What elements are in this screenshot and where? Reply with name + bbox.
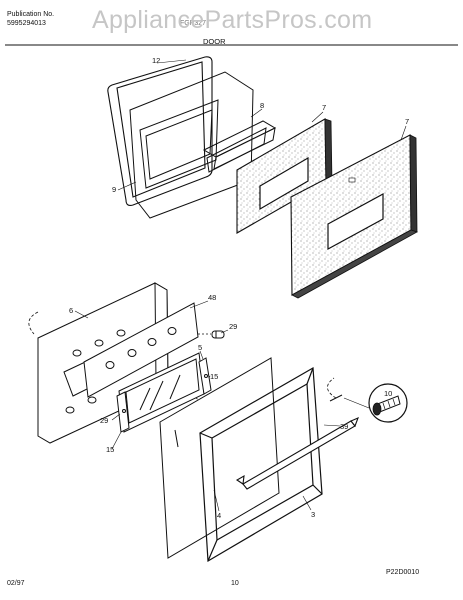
callout-5: 5 xyxy=(198,343,202,352)
door-window-bracket xyxy=(202,120,277,173)
page-number: 10 xyxy=(231,580,239,587)
publication-number: 5995294013 xyxy=(7,20,46,27)
door-gasket xyxy=(107,56,213,206)
callout-29-lower: 29 xyxy=(100,416,108,425)
callout-48: 48 xyxy=(208,293,216,302)
outer-door-glass xyxy=(159,357,280,559)
callout-9: 9 xyxy=(112,185,116,194)
callout-12: 12 xyxy=(152,56,160,65)
glass-retainer-bracket xyxy=(116,357,212,433)
leader-dashed-6 xyxy=(28,311,39,335)
footer-date: 02/97 xyxy=(7,580,25,587)
callout-15-left: 15 xyxy=(106,445,114,454)
section-title: DOOR xyxy=(203,37,226,46)
callout-15-right: 15 xyxy=(210,372,218,381)
leader-lines xyxy=(74,59,407,512)
diagram-code: P22D0010 xyxy=(386,569,420,576)
outer-door-panel-large xyxy=(290,134,418,299)
callout-8: 8 xyxy=(260,101,264,110)
door-handle xyxy=(235,416,359,490)
callout-39: 39 xyxy=(340,422,348,431)
callout-7-large-panel: 7 xyxy=(405,117,409,126)
inner-door-liner xyxy=(129,71,254,219)
callout-6: 6 xyxy=(69,306,73,315)
watermark: AppliancePartsPros.com xyxy=(92,6,373,34)
model-number: FGP327 xyxy=(180,20,207,27)
callout-4: 4 xyxy=(217,511,221,520)
door-hinge-bushing xyxy=(211,330,225,339)
publication-label: Publication No. xyxy=(7,11,55,18)
callout-7-small-panel: 7 xyxy=(322,103,326,112)
screw-detail-callout xyxy=(368,383,408,423)
window-pack-glass xyxy=(83,302,199,398)
callout-29-upper: 29 xyxy=(229,322,237,331)
callout-3: 3 xyxy=(311,510,315,519)
callout-10: 10 xyxy=(384,389,392,398)
door-frame xyxy=(199,367,323,563)
